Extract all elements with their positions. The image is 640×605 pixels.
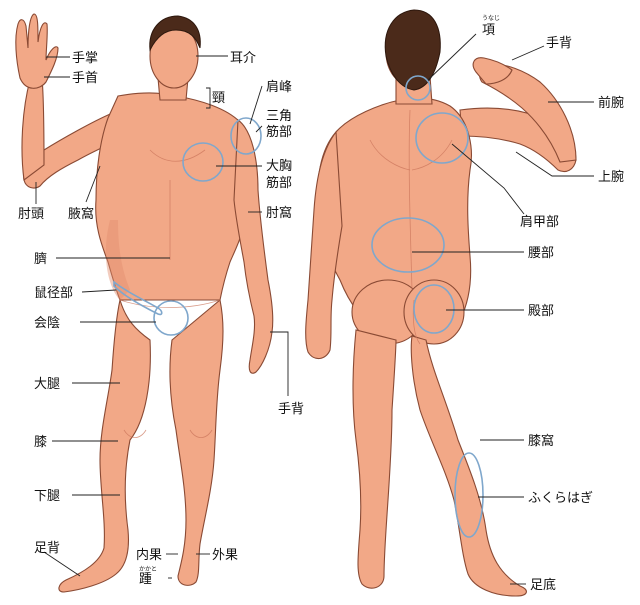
label-pectoral-2: 筋部 [266,175,292,191]
label-elbow-head: 肘頭 [18,207,44,222]
label-thigh: 大腿 [34,377,60,392]
label-axilla: 腋窩 [68,206,94,222]
label-elbow-fossa: 肘窩 [266,205,292,221]
label-calf: ふくらはぎ [528,491,593,506]
label-lower-leg: 下腿 [34,489,60,504]
label-buttock: 殿部 [528,304,554,319]
label-deltoid-1: 三角 [266,109,292,124]
label-forearm: 前腕 [598,95,624,111]
label-navel: 臍 [34,251,47,267]
label-acromion: 肩峰 [266,79,292,95]
label-sole: 足底 [530,577,556,593]
label-outer-ankle: 外果 [212,548,238,563]
label-nape-ruby: うなじ [482,15,500,22]
label-inner-ankle: 内果 [136,547,162,563]
label-heel: 踵 [139,572,152,587]
label-hand-back-front: 手背 [278,402,304,417]
label-perineum: 会陰 [34,316,60,331]
perineum-circle [154,301,188,335]
label-neck: 頸 [212,91,225,106]
label-upper-arm: 上腕 [598,169,624,185]
label-palm: 手掌 [72,51,98,66]
label-nape: 項 [482,23,495,38]
label-auricle: 耳介 [230,51,256,66]
label-pectoral-1: 大胸 [266,159,292,174]
label-knee-pit: 膝窩 [528,433,554,449]
front-figure [16,14,273,592]
label-deltoid-2: 筋部 [266,124,292,140]
back-figure [306,10,576,596]
label-foot-back: 足背 [34,541,60,556]
label-knee: 膝 [34,435,47,450]
label-hand-back-back: 手背 [546,36,572,51]
label-lumbar: 腰部 [528,246,554,261]
label-scapula: 肩甲部 [520,214,559,230]
label-groin: 鼠径部 [34,286,73,301]
label-wrist: 手首 [72,71,98,86]
